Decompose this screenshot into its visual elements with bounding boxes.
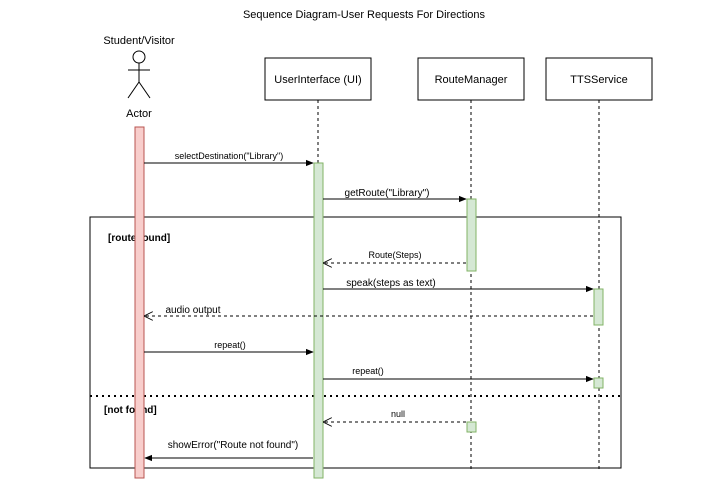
route-manager-activation-bar-2: [466, 421, 477, 433]
message-get-route-label: getRoute("Library"): [345, 188, 430, 199]
tts-activation-bar-2: [593, 377, 604, 389]
participant-route-manager-label: RouteManager: [435, 74, 508, 86]
actor-role-label: Student/Visitor: [103, 35, 175, 47]
participant-tts-service: TTSService: [545, 57, 653, 101]
participant-user-interface: UserInterface (UI): [264, 57, 372, 101]
alt-fragment-frame: [89, 216, 622, 469]
guard-not-found: [not found]: [104, 405, 157, 416]
tts-activation-bar-1: [593, 288, 604, 326]
message-null-label: null: [391, 409, 405, 419]
diagram-title: Sequence Diagram-User Requests For Direc…: [243, 9, 486, 21]
actor-stick-figure-icon: [127, 50, 151, 99]
participant-tts-service-label: TTSService: [570, 74, 627, 86]
message-select-destination-label: selectDestination("Library"): [175, 151, 283, 161]
message-route-steps-label: Route(Steps): [368, 250, 421, 260]
ui-activation-bar: [313, 162, 324, 479]
route-manager-activation-bar-1: [466, 198, 477, 272]
participant-route-manager: RouteManager: [417, 57, 525, 101]
actor-name-label: Actor: [126, 108, 152, 120]
participant-user-interface-label: UserInterface (UI): [274, 74, 361, 86]
actor-activation-bar: [134, 126, 145, 479]
message-speak-label: speak(steps as text): [346, 278, 435, 289]
message-repeat-ui-label: repeat(): [352, 366, 384, 376]
message-show-error-label: showError("Route not found"): [168, 440, 299, 451]
message-audio-output-label: audio output: [165, 305, 220, 316]
message-repeat-user-label: repeat(): [214, 340, 246, 350]
